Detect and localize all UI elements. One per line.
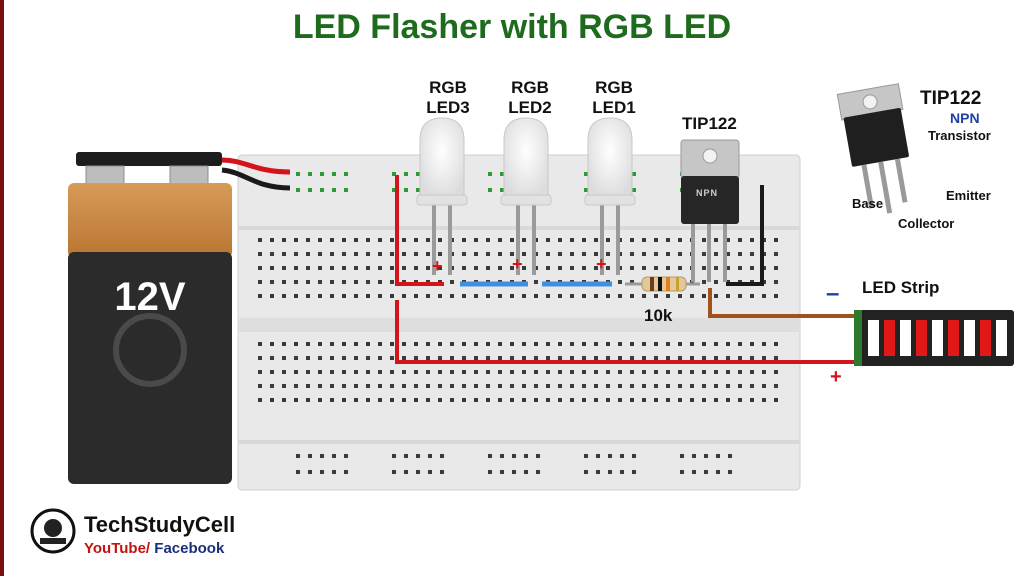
battery <box>68 152 232 484</box>
led1-label-line1: RGB <box>595 78 633 97</box>
led2-label: RGB LED2 <box>500 78 560 118</box>
led2-label-line1: RGB <box>511 78 549 97</box>
brand-name: TechStudyCell <box>84 512 236 537</box>
rgb-leds <box>416 117 636 275</box>
led3 <box>416 117 468 275</box>
transistor-label: TIP122 <box>682 114 737 133</box>
brand-logo-icon <box>30 508 76 554</box>
wire-red-strip-plus <box>395 300 858 364</box>
led1-label: RGB LED1 <box>584 78 644 118</box>
wire-brown-strip-minus <box>708 288 858 318</box>
led3-label-line2: LED3 <box>426 98 470 117</box>
led2-label-line2: LED2 <box>508 98 552 117</box>
led1 <box>584 117 636 275</box>
resistor-value-label: 10k <box>644 306 673 325</box>
youtube-link[interactable]: YouTube/ <box>84 540 151 557</box>
pinout-subtitle: Transistor <box>928 128 991 143</box>
social-links: YouTube/ Facebook <box>84 540 224 557</box>
led1-anode-plus: + <box>596 254 607 274</box>
led1-label-line2: LED1 <box>592 98 636 117</box>
transistor-body-text: NPN <box>696 188 719 198</box>
battery-black-lead <box>221 167 291 191</box>
page-title: LED Flasher with RGB LED <box>292 8 732 46</box>
led3-label-line1: RGB <box>429 78 467 97</box>
wire-black-emitter <box>726 185 764 286</box>
facebook-link[interactable]: Facebook <box>154 540 225 557</box>
battery-red-lead <box>221 157 291 175</box>
pin-base-label: Base <box>852 196 884 211</box>
led-strip-label: LED Strip <box>862 278 940 297</box>
pinout-type: NPN <box>950 110 980 126</box>
resistor-10k <box>625 276 700 292</box>
left-edge-bar <box>0 0 4 576</box>
led3-label: RGB LED3 <box>418 78 478 118</box>
led2-anode-plus: + <box>512 254 523 274</box>
battery-voltage-label: 12V <box>114 275 186 319</box>
wire-red-led-anode <box>395 175 444 286</box>
transistor-pinout-illustration <box>836 83 909 214</box>
pinout-title: TIP122 <box>920 88 982 109</box>
led2 <box>500 117 552 275</box>
breadboard <box>237 154 801 491</box>
transistor-tip122 <box>680 139 740 282</box>
led3-anode-plus: + <box>432 256 443 276</box>
pin-collector-label: Collector <box>898 216 955 231</box>
pin-emitter-label: Emitter <box>946 188 991 203</box>
led-strip <box>854 310 1014 366</box>
strip-minus-sign: – <box>826 280 840 307</box>
strip-plus-sign: + <box>830 366 842 388</box>
